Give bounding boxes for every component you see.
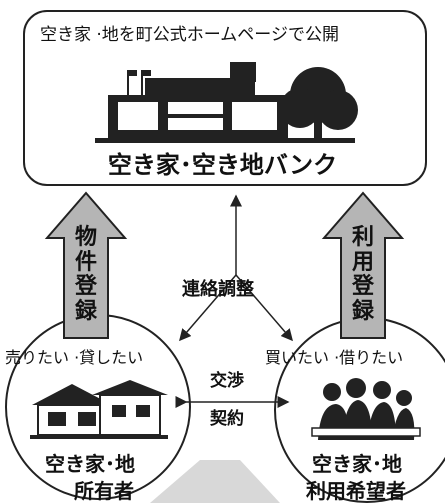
tree-icon — [280, 67, 358, 141]
right-arrow-char: 録 — [351, 298, 374, 324]
negotiate-label: 交渉 — [210, 371, 244, 391]
right-arrow-label: 利 用 登 録 — [349, 225, 377, 325]
bank-header-text: 空き家 ·地を町公式ホームページで公開 — [40, 25, 339, 45]
right-arrow-char: 利 — [351, 225, 374, 250]
bank-title: 空き家･空き地バンク — [107, 151, 338, 179]
left-arrow-char: 件 — [74, 249, 97, 275]
owner-name-line1: 空き家･地 — [45, 452, 135, 476]
arrow-to-owner — [179, 274, 237, 342]
contact-label: 連絡調整 — [182, 279, 254, 300]
left-arrow-char: 登 — [74, 274, 97, 300]
right-arrow-char: 登 — [351, 274, 374, 300]
contract-label: 契約 — [210, 409, 244, 429]
owner-caption: 売りたい ·貸したい — [5, 348, 144, 367]
left-arrow-icon — [44, 191, 128, 339]
people-icon — [311, 378, 421, 440]
right-arrow-icon — [321, 191, 405, 339]
left-arrow-label: 物 件 登 録 — [72, 225, 100, 325]
town-hall-icon — [95, 62, 355, 143]
user-caption: 買いたい ·借りたい — [265, 348, 404, 367]
house-icon — [30, 380, 168, 439]
right-arrow-char: 用 — [351, 249, 374, 275]
arrow-to-user — [235, 274, 293, 342]
left-arrow-char: 録 — [74, 298, 97, 324]
owner-name-line2: 所有者 — [74, 479, 134, 503]
left-arrow-char: 物 — [74, 225, 97, 250]
user-name-line2: 利用希望者 — [306, 479, 406, 503]
decorative-shade — [150, 460, 280, 503]
user-name-line1: 空き家･地 — [312, 452, 402, 476]
